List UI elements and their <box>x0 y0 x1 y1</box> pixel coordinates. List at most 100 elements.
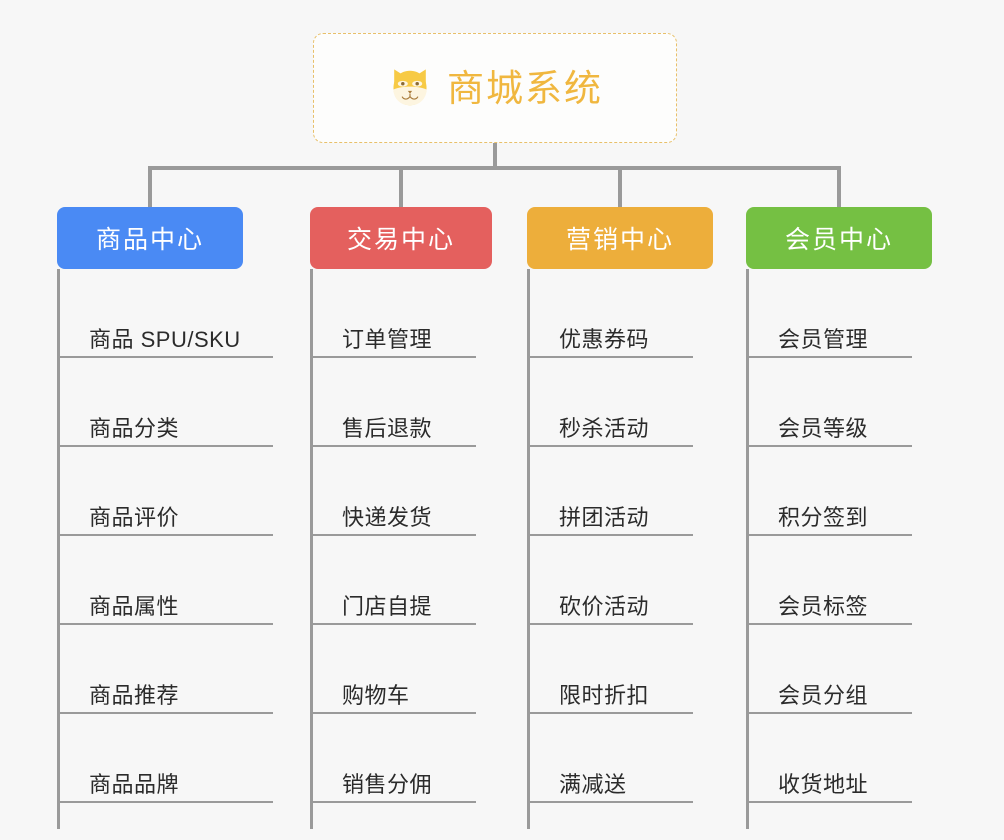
list-item-underline <box>746 445 912 447</box>
list-item-label: 商品属性 <box>89 593 180 619</box>
list-item[interactable]: 门店自提 <box>310 536 492 625</box>
list-item[interactable]: 商品品牌 <box>57 714 273 803</box>
category-branch-0: 商品 SPU/SKU 商品分类 商品评价 商品属性 商品推荐 <box>57 269 273 829</box>
list-item-label: 限时折扣 <box>559 682 650 708</box>
list-item[interactable]: 秒杀活动 <box>527 358 713 447</box>
category-header-3[interactable]: 会员中心 <box>746 207 932 269</box>
category-branch-2: 优惠券码 秒杀活动 拼团活动 砍价活动 限时折扣 <box>527 269 713 829</box>
list-item[interactable]: 购物车 <box>310 625 492 714</box>
category-column-2: 营销中心 优惠券码 秒杀活动 拼团活动 砍价活动 <box>527 207 713 829</box>
list-item-label: 会员等级 <box>778 415 869 441</box>
list-item-label: 商品 SPU/SKU <box>89 326 241 352</box>
list-item[interactable]: 砍价活动 <box>527 536 713 625</box>
list-item-label: 商品分类 <box>89 415 180 441</box>
list-item-underline <box>57 801 273 803</box>
category-header-label-2: 营销中心 <box>565 226 674 254</box>
list-item-label: 秒杀活动 <box>559 415 650 441</box>
list-item-label: 售后退款 <box>342 415 433 441</box>
list-item[interactable]: 积分签到 <box>746 447 932 536</box>
list-item[interactable]: 商品属性 <box>57 536 273 625</box>
list-item-label: 会员标签 <box>778 593 869 619</box>
list-item-label: 商品品牌 <box>89 771 180 797</box>
list-item-underline <box>57 712 273 714</box>
list-item-underline <box>310 712 476 714</box>
category-header-label-3: 会员中心 <box>784 226 893 254</box>
list-item-underline <box>746 623 912 625</box>
category-item-list-3: 会员管理 会员等级 积分签到 会员标签 会员分组 <box>746 269 932 803</box>
list-item-underline <box>57 623 273 625</box>
connector-drop-2 <box>618 166 622 208</box>
list-item[interactable]: 商品 SPU/SKU <box>57 269 273 358</box>
connector-drop-1 <box>399 166 403 208</box>
list-item[interactable]: 会员标签 <box>746 536 932 625</box>
list-item-underline <box>310 623 476 625</box>
list-item[interactable]: 售后退款 <box>310 358 492 447</box>
list-item-underline <box>527 356 693 358</box>
category-header-0[interactable]: 商品中心 <box>57 207 243 269</box>
list-item-underline <box>746 356 912 358</box>
list-item-label: 优惠券码 <box>559 326 650 352</box>
list-item-underline <box>527 534 693 536</box>
list-item-underline <box>310 801 476 803</box>
list-item[interactable]: 收货地址 <box>746 714 932 803</box>
list-item[interactable]: 商品推荐 <box>57 625 273 714</box>
category-item-list-0: 商品 SPU/SKU 商品分类 商品评价 商品属性 商品推荐 <box>57 269 273 803</box>
list-item[interactable]: 商品分类 <box>57 358 273 447</box>
connector-root-stem <box>493 143 497 169</box>
connector-drop-3 <box>837 166 841 208</box>
list-item[interactable]: 商品评价 <box>57 447 273 536</box>
list-item[interactable]: 会员管理 <box>746 269 932 358</box>
list-item[interactable]: 销售分佣 <box>310 714 492 803</box>
list-item-underline <box>746 712 912 714</box>
list-item-label: 满减送 <box>559 771 627 797</box>
category-item-list-1: 订单管理 售后退款 快递发货 门店自提 购物车 <box>310 269 492 803</box>
list-item-underline <box>310 356 476 358</box>
list-item-label: 快递发货 <box>342 504 433 530</box>
list-item-underline <box>746 801 912 803</box>
shiba-dog-icon <box>393 69 427 106</box>
list-item-underline <box>310 534 476 536</box>
branch-spine-0 <box>57 269 60 829</box>
list-item-label: 砍价活动 <box>559 593 650 619</box>
category-header-1[interactable]: 交易中心 <box>310 207 492 269</box>
list-item[interactable]: 会员分组 <box>746 625 932 714</box>
list-item-underline <box>527 445 693 447</box>
list-item[interactable]: 会员等级 <box>746 358 932 447</box>
list-item-label: 订单管理 <box>342 326 433 352</box>
list-item-label: 门店自提 <box>342 593 433 619</box>
list-item[interactable]: 满减送 <box>527 714 713 803</box>
category-header-2[interactable]: 营销中心 <box>527 207 713 269</box>
root-node-shop-system[interactable]: 商城系统 <box>313 33 677 143</box>
list-item-underline <box>527 712 693 714</box>
branch-spine-1 <box>310 269 313 829</box>
list-item-underline <box>310 445 476 447</box>
list-item-label: 商品推荐 <box>89 682 180 708</box>
category-header-label-0: 商品中心 <box>95 226 204 254</box>
branch-spine-2 <box>527 269 530 829</box>
list-item-label: 积分签到 <box>778 504 869 530</box>
list-item-underline <box>527 623 693 625</box>
category-column-3: 会员中心 会员管理 会员等级 积分签到 会员标签 <box>746 207 932 829</box>
branch-spine-3 <box>746 269 749 829</box>
list-item-underline <box>57 356 273 358</box>
category-branch-1: 订单管理 售后退款 快递发货 门店自提 购物车 <box>310 269 492 829</box>
category-item-list-2: 优惠券码 秒杀活动 拼团活动 砍价活动 限时折扣 <box>527 269 713 803</box>
list-item[interactable]: 快递发货 <box>310 447 492 536</box>
list-item[interactable]: 订单管理 <box>310 269 492 358</box>
list-item-underline <box>527 801 693 803</box>
list-item[interactable]: 拼团活动 <box>527 447 713 536</box>
list-item[interactable]: 限时折扣 <box>527 625 713 714</box>
list-item-label: 商品评价 <box>89 504 180 530</box>
list-item-underline <box>746 534 912 536</box>
list-item-label: 会员管理 <box>778 326 869 352</box>
category-branch-3: 会员管理 会员等级 积分签到 会员标签 会员分组 <box>746 269 932 829</box>
list-item[interactable]: 优惠券码 <box>527 269 713 358</box>
list-item-label: 会员分组 <box>778 682 869 708</box>
category-column-0: 商品中心 商品 SPU/SKU 商品分类 商品评价 商品属性 <box>57 207 273 829</box>
connector-horizontal-bus <box>149 166 839 170</box>
list-item-underline <box>57 534 273 536</box>
category-column-1: 交易中心 订单管理 售后退款 快递发货 门店自提 <box>310 207 492 829</box>
list-item-underline <box>57 445 273 447</box>
list-item-label: 购物车 <box>342 682 410 708</box>
